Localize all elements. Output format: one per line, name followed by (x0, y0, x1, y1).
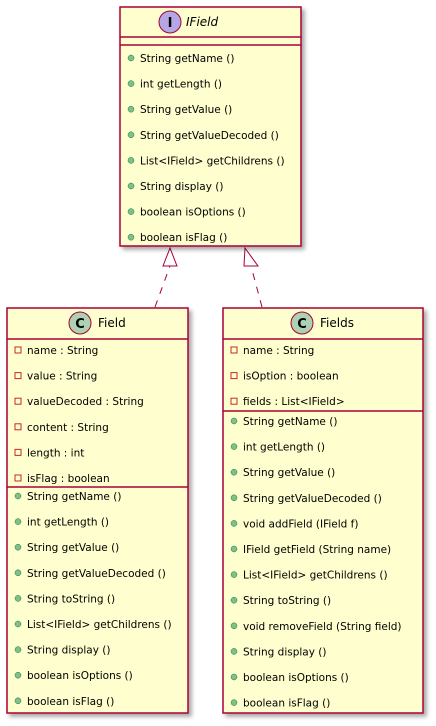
member-method: void removeField (String field) (243, 621, 402, 633)
private-visibility-icon (230, 346, 238, 354)
private-visibility-icon (230, 372, 238, 380)
public-visibility-icon (230, 443, 238, 450)
relation-field-implements-ifield (154, 246, 178, 308)
class-methods: String getName () int getLength () String … (14, 491, 172, 708)
member-method: String toString () (27, 593, 115, 605)
member-method: boolean isOptions () (140, 207, 246, 219)
private-visibility-icon (14, 448, 22, 456)
public-visibility-icon (127, 208, 135, 215)
interface-badge-icon (158, 10, 182, 34)
member-method: String getValue () (243, 467, 335, 479)
member-field: fields : List<IField> (243, 396, 345, 408)
interface-badge-letter: I (168, 16, 173, 31)
relation-fields-implements-ifield (243, 246, 263, 308)
interface-methods: String getName () int getLength () String … (127, 53, 285, 244)
class-fields-content: C Fields name : String isOption : boolean… (223, 311, 423, 710)
member-field: content : String (27, 422, 109, 434)
public-visibility-icon (230, 673, 238, 681)
public-visibility-icon (230, 596, 238, 604)
member-method: boolean isOptions () (27, 670, 133, 682)
public-visibility-icon (14, 620, 22, 628)
public-visibility-icon (14, 492, 22, 500)
member-method: String getValueDecoded () (243, 493, 382, 505)
member-method: int getLength () (140, 79, 222, 91)
class-fields: name : String isOption : boolean fields : … (230, 345, 345, 408)
public-visibility-icon (230, 494, 238, 502)
class-methods: String getName () int getLength () String … (230, 416, 402, 710)
member-field: name : String (243, 345, 314, 357)
public-visibility-icon (14, 595, 22, 602)
member-field: value : String (27, 371, 97, 383)
member-field: name : String (27, 345, 98, 357)
public-visibility-icon (127, 80, 135, 87)
member-method: List<IField> getChildrens () (243, 570, 388, 582)
interface-ifield[interactable] (119, 6, 302, 247)
private-visibility-icon (14, 474, 22, 482)
member-method: String getValueDecoded () (27, 568, 166, 580)
public-visibility-icon (14, 646, 22, 653)
class-field-content: C Field name : String value : String value… (7, 311, 188, 708)
public-visibility-icon (14, 697, 22, 705)
member-method: int getLength () (27, 517, 109, 529)
class-name: Fields (320, 316, 354, 330)
public-visibility-icon (230, 520, 238, 527)
member-method: String display () (243, 646, 327, 658)
public-visibility-icon (230, 648, 238, 655)
private-visibility-icon (14, 372, 22, 380)
class-fields-box[interactable] (222, 307, 424, 714)
private-visibility-icon (14, 346, 22, 354)
member-field: length : int (27, 447, 84, 459)
member-method: String display () (27, 645, 111, 657)
member-method: boolean isFlag () (140, 232, 227, 244)
member-method: boolean isOptions () (243, 672, 349, 684)
public-visibility-icon (127, 233, 135, 241)
class-fields: name : String value : String valueDecoded … (14, 345, 144, 485)
class-badge-icon (68, 311, 92, 335)
member-method: void addField (IField f) (243, 518, 358, 530)
member-field: isOption : boolean (243, 371, 339, 383)
member-method: String getName () (27, 491, 121, 503)
member-method: List<IField> getChildrens () (27, 619, 172, 631)
member-method: String getValue () (140, 104, 232, 116)
private-visibility-icon (230, 397, 238, 405)
class-badge-letter: C (297, 317, 307, 332)
public-visibility-icon (230, 699, 238, 706)
class-name: Field (98, 316, 126, 330)
class-badge-icon (290, 311, 314, 335)
public-visibility-icon (127, 105, 135, 113)
interface-ifield-content: I IField String getName () int getLength … (120, 10, 301, 244)
member-method: String getName () (243, 416, 337, 428)
member-method: IField getField (String name) (243, 544, 391, 556)
member-field: valueDecoded : String (27, 396, 144, 408)
member-method: List<IField> getChildrens () (140, 155, 285, 167)
class-field[interactable] (6, 307, 189, 714)
private-visibility-icon (14, 423, 22, 431)
public-visibility-icon (14, 671, 22, 679)
public-visibility-icon (127, 54, 135, 62)
member-field: isFlag : boolean (27, 473, 110, 485)
member-method: String getName () (140, 53, 234, 65)
public-visibility-icon (230, 545, 238, 553)
public-visibility-icon (230, 468, 238, 476)
private-visibility-icon (14, 397, 22, 405)
public-visibility-icon (127, 157, 135, 164)
public-visibility-icon (127, 182, 135, 190)
public-visibility-icon (14, 518, 22, 525)
public-visibility-icon (14, 569, 22, 577)
member-method: boolean isFlag () (27, 696, 114, 708)
member-method: int getLength () (243, 442, 325, 454)
member-method: String getValue () (27, 542, 119, 554)
interface-name: IField (186, 15, 218, 29)
public-visibility-icon (14, 543, 22, 551)
public-visibility-icon (230, 571, 238, 578)
public-visibility-icon (230, 417, 238, 425)
member-method: String toString () (243, 595, 331, 607)
class-badge-letter: C (75, 317, 85, 332)
member-method: String display () (140, 181, 224, 193)
public-visibility-icon (127, 131, 135, 139)
public-visibility-icon (230, 622, 238, 630)
member-method: boolean isFlag () (243, 698, 330, 710)
member-method: String getValueDecoded () (140, 130, 279, 142)
